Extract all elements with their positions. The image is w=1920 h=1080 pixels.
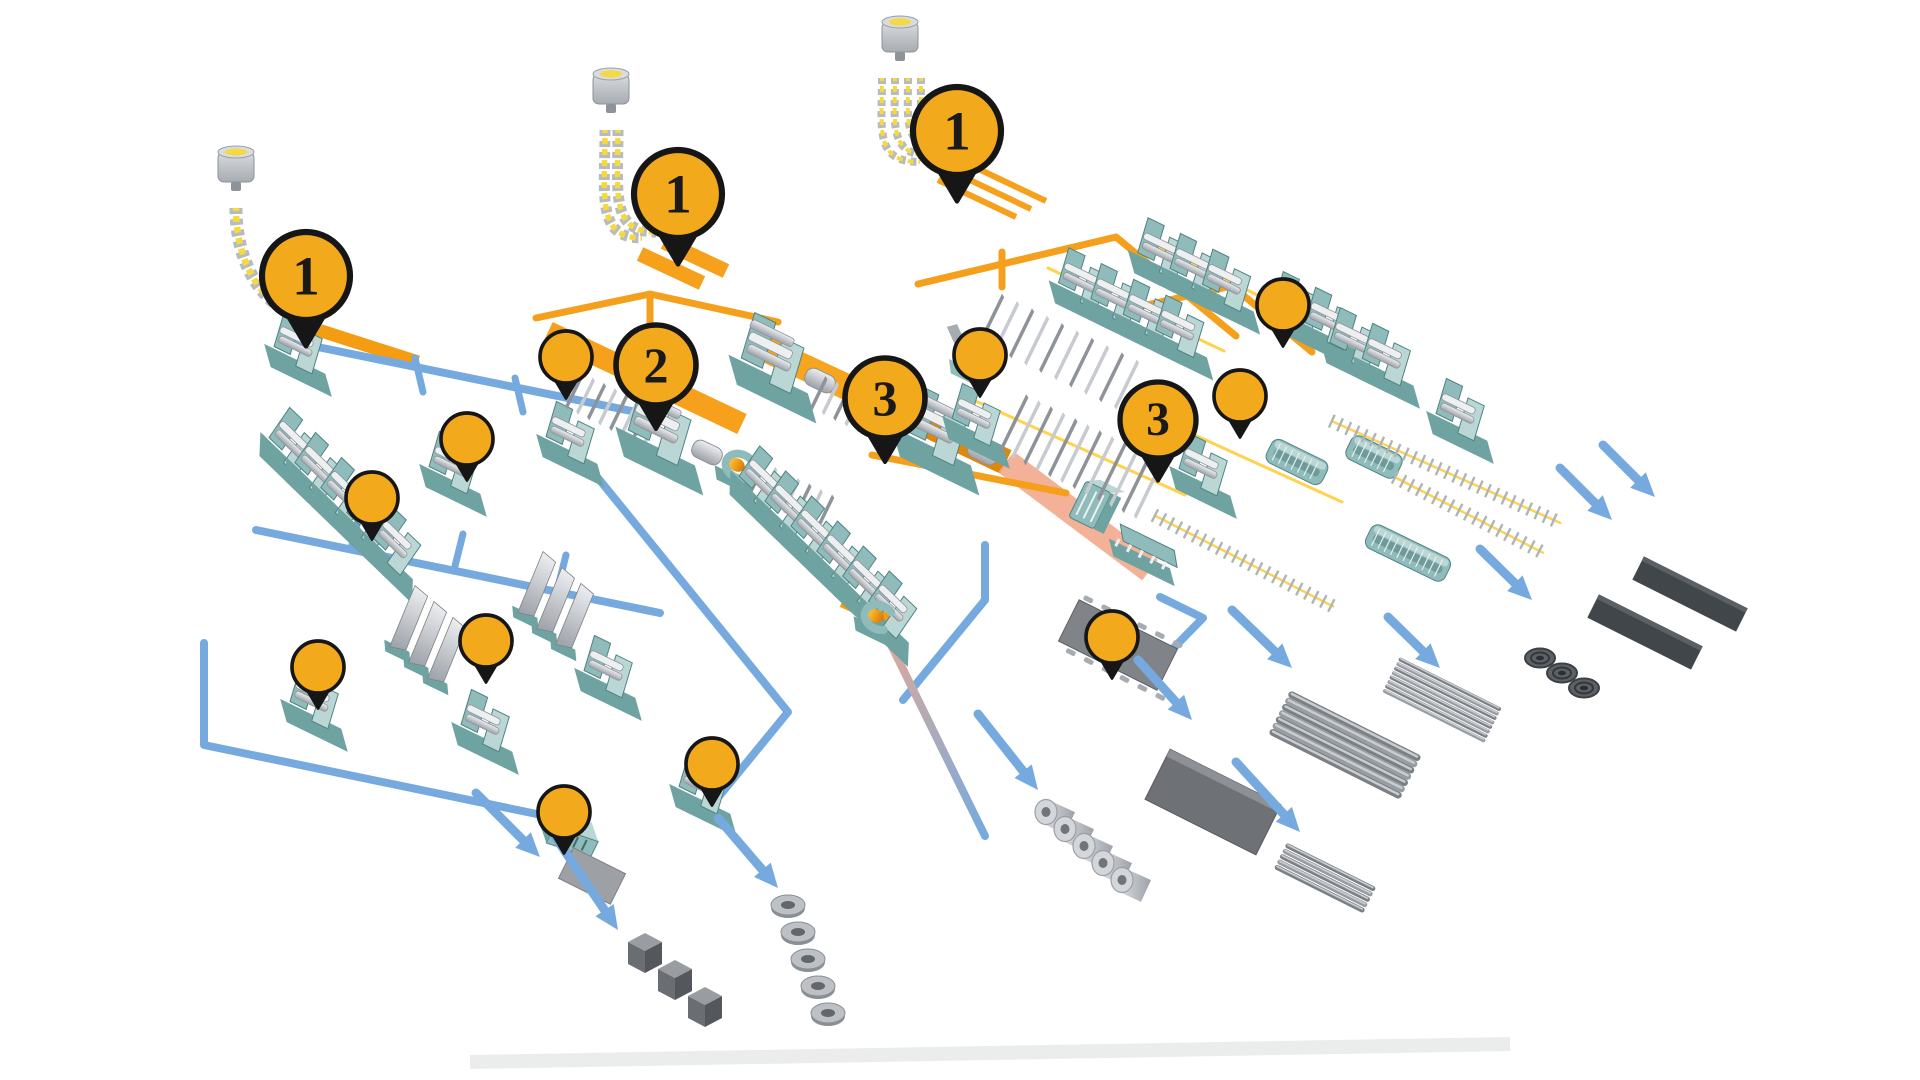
plate-stand-1 — [728, 311, 836, 424]
section-stand-3 — [574, 634, 642, 721]
heavy-plate-product — [1144, 748, 1282, 856]
ladle — [217, 145, 255, 191]
pin-marker — [684, 736, 740, 807]
rebar-bundle — [1382, 657, 1502, 743]
wire-cooling-conveyor-2 — [1390, 470, 1545, 558]
slab-caster-two-strand — [592, 67, 657, 244]
wire-rod-block-1 — [1265, 438, 1329, 486]
svg-text:3: 3 — [873, 370, 898, 426]
bar-cooling-bed — [999, 394, 1164, 520]
bloom-cube — [658, 960, 692, 1000]
pin-marker — [538, 329, 594, 400]
pin-marker — [458, 613, 514, 684]
mill-stand — [1192, 248, 1261, 335]
pin-marker — [952, 327, 1008, 398]
bar-mill-stand-2 — [1169, 432, 1237, 519]
ladle — [881, 15, 919, 61]
bloom-cube — [688, 987, 722, 1027]
billet-mill-train-b — [1127, 216, 1261, 335]
ring — [770, 894, 806, 918]
sizing-stand — [536, 400, 604, 487]
section-stand-2 — [451, 688, 519, 775]
svg-text:2: 2 — [644, 337, 669, 393]
pin-marker — [290, 639, 346, 710]
hot-coil-products — [1034, 798, 1151, 902]
wire-coil — [1524, 647, 1556, 669]
ring — [780, 921, 816, 945]
pin-marker-3: 3 — [1117, 379, 1199, 483]
plate — [1144, 748, 1282, 856]
pin-marker — [1084, 609, 1140, 680]
wire-rod-block-3 — [1364, 524, 1452, 582]
section-bundle — [1274, 843, 1376, 913]
plate-leveler — [1108, 523, 1178, 587]
ring-products — [770, 894, 846, 1026]
vertical-stand-group-1 — [384, 584, 467, 696]
round-bar-bundle — [1269, 691, 1421, 799]
mill-stand — [1352, 322, 1420, 409]
flat-product-1 — [1587, 594, 1703, 670]
svg-text:3: 3 — [1146, 394, 1170, 446]
svg-text:1: 1 — [292, 246, 320, 307]
wire-cooling-conveyor-3 — [1327, 414, 1562, 527]
svg-text:1: 1 — [943, 101, 971, 162]
wire-coil — [1568, 677, 1600, 699]
caster-discharge-stand — [264, 310, 332, 397]
pin-marker — [344, 470, 400, 541]
pin-marker-3: 3 — [842, 355, 928, 464]
bar-mill-stand-1 — [942, 382, 1010, 469]
pin-marker — [1212, 368, 1268, 439]
ladle — [592, 67, 630, 113]
wire-coil — [1546, 662, 1578, 684]
coil — [1110, 866, 1151, 902]
pin-marker — [439, 411, 495, 482]
bloom-cube — [628, 933, 662, 973]
flat-product-2 — [1632, 556, 1748, 632]
svg-text:1: 1 — [664, 164, 692, 225]
wire-rod-coils — [1524, 647, 1600, 699]
ring — [790, 948, 826, 972]
pin-marker-1: 1 — [630, 146, 726, 267]
billet-mill-train-a — [1048, 247, 1214, 381]
pin-marker-1: 1 — [909, 83, 1005, 204]
ring — [800, 975, 836, 999]
mill-stand — [1145, 294, 1214, 381]
blooming-mill-train — [259, 406, 422, 604]
pin-marker-2: 2 — [613, 322, 699, 431]
flat-bar — [1632, 556, 1748, 632]
finishing-mill-train — [729, 445, 918, 667]
flat-bar — [1587, 594, 1703, 670]
section-mill-train — [1320, 306, 1420, 409]
ring — [810, 1002, 846, 1026]
section-mill-stand — [1426, 377, 1494, 464]
bloom-products — [628, 933, 722, 1027]
pin-marker — [1255, 277, 1311, 348]
downcoiler — [853, 600, 896, 649]
vertical-stand-group-2 — [512, 550, 595, 662]
wire-cooling-conveyor-1 — [1150, 508, 1336, 613]
mill-stand — [363, 506, 422, 604]
pin-marker — [536, 784, 592, 855]
pin-marker-1: 1 — [258, 228, 354, 349]
wire-rod-block-2 — [1345, 435, 1403, 479]
